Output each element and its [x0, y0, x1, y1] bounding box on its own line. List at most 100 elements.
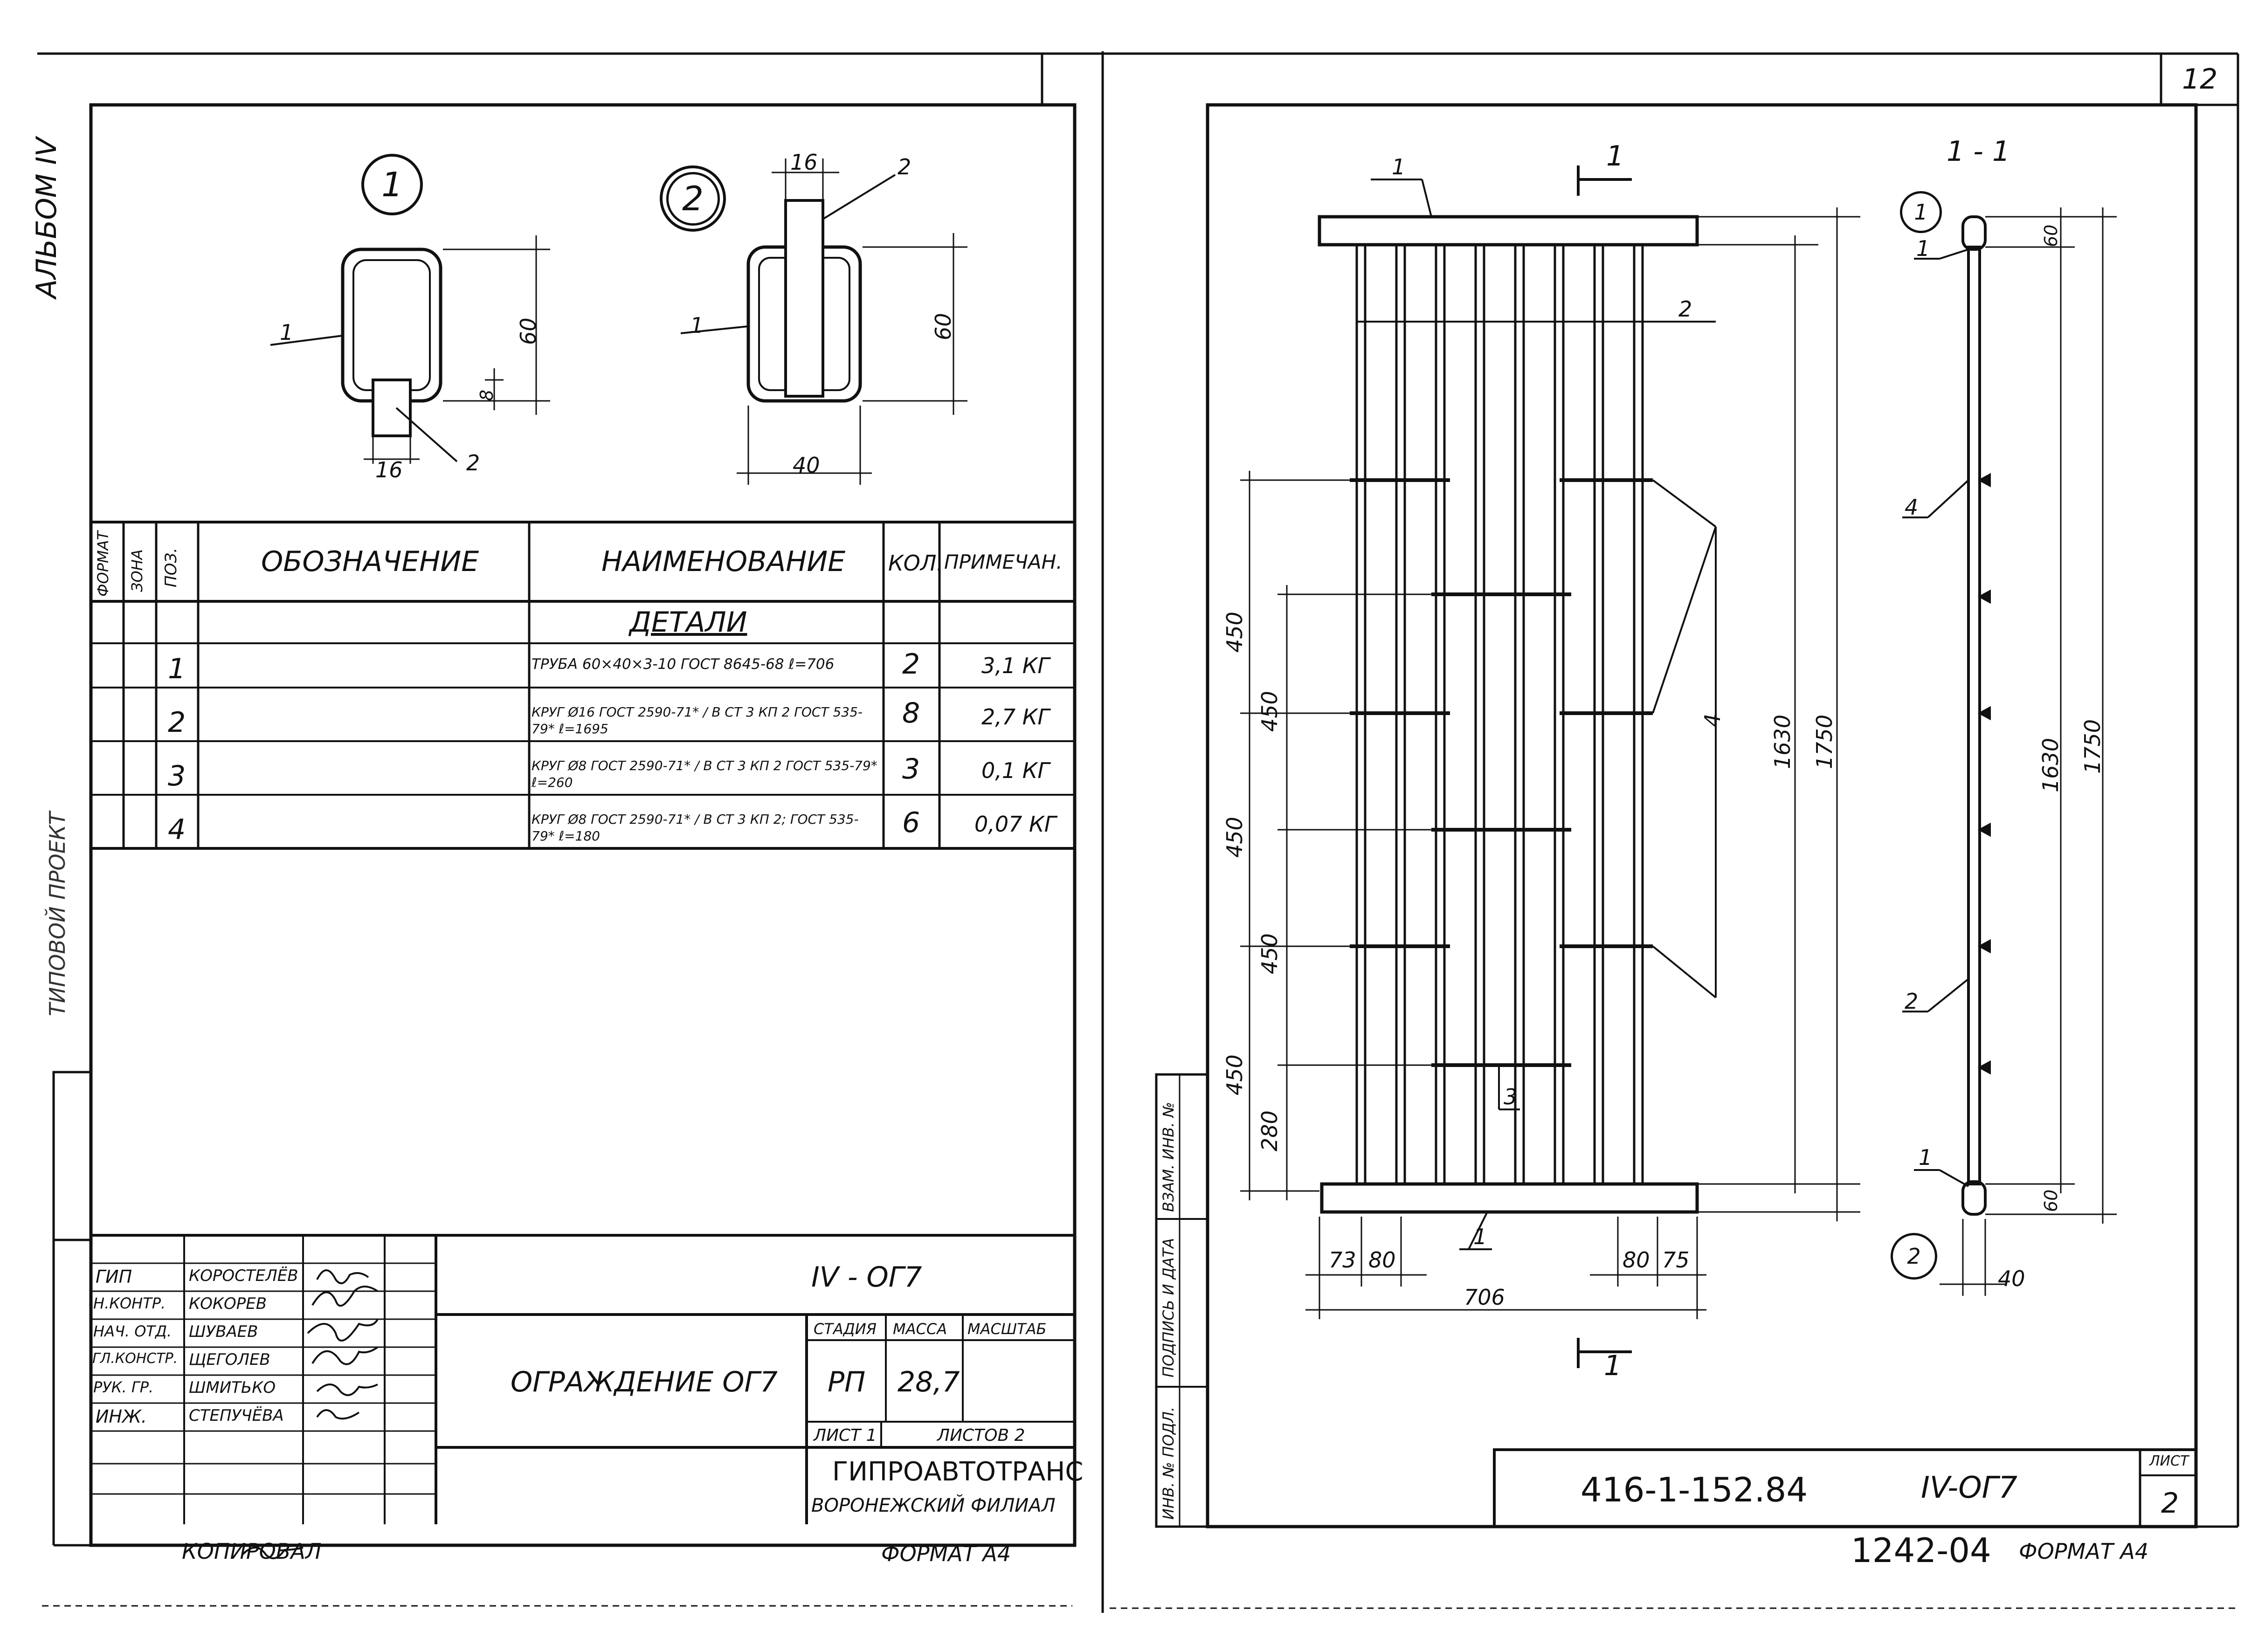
left-format: ФОРМАТ А4	[881, 1541, 1011, 1566]
spec-row-name: КРУГ Ø16 ГОСТ 2590-71* / В СТ 3 КП 2 ГОС…	[532, 704, 863, 737]
side-marker-2: 2	[1891, 1233, 1937, 1280]
front-left-dim: 450	[1257, 933, 1282, 974]
tb-role: ГЛ.КОНСТР.	[92, 1350, 178, 1367]
spec-row-name: КРУГ Ø8 ГОСТ 2590-71* / В СТ 3 КП 2; ГОС…	[532, 812, 859, 844]
spec-row-name: КРУГ Ø8 ГОСТ 2590-71* / В СТ 3 КП 2 ГОСТ…	[532, 758, 877, 791]
right-format: ФОРМАТ А4	[2019, 1539, 2149, 1564]
tb-role: НАЧ. ОТД.	[93, 1322, 172, 1340]
tb-name: ШМИТЬКО	[189, 1378, 276, 1397]
tb-name: КОКОРЕВ	[189, 1294, 267, 1313]
s2-pos-bar: 2	[898, 154, 911, 179]
tb-mass-label: МАССА	[893, 1320, 947, 1338]
tb-sheets-label: ЛИСТОВ 2	[937, 1426, 1025, 1445]
s2-dim-height: 60	[931, 313, 956, 340]
right-bottom-code: 1242-04	[1851, 1531, 1991, 1570]
front-bottom-dim: 80	[1368, 1247, 1396, 1273]
front-left-dim: 450	[1222, 1054, 1247, 1095]
right-sheet-label: ЛИСТ	[2149, 1453, 2189, 1469]
front-dim-1630: 1630	[1770, 714, 1795, 769]
s1-pos-tube: 1	[280, 320, 294, 345]
tb-role: РУК. ГР.	[93, 1378, 154, 1396]
tb-name: КОРОСТЕЛЁВ	[189, 1267, 298, 1285]
front-pos-1-bottom: 1	[1473, 1224, 1487, 1249]
spec-row-qty: 3	[902, 753, 920, 785]
side-marker-1: 1	[1900, 191, 1942, 233]
side-dim: 60	[2041, 1189, 2061, 1212]
spec-header-pos: ПОЗ.	[162, 548, 180, 587]
front-left-dim: 280	[1257, 1110, 1282, 1151]
right-sheet-value: 2	[2161, 1487, 2179, 1520]
front-pos-1: 1	[1392, 154, 1406, 179]
tb-stage: РП	[828, 1366, 866, 1398]
spec-row-qty: 8	[902, 697, 920, 730]
side-stamp-text: ТИПОВОЙ ПРОЕКТ	[45, 812, 70, 1016]
s1-pos-bar: 2	[466, 450, 480, 475]
side-dim: 40	[1998, 1266, 2025, 1291]
front-pos-2: 2	[1678, 296, 1692, 322]
spec-header-designation: ОБОЗНАЧЕНИЕ	[261, 545, 479, 578]
tb-role: ГИП	[96, 1267, 132, 1287]
spec-row-note: 2,7 КГ	[981, 704, 1050, 730]
spec-header-format: ФОРМАТ	[94, 530, 112, 597]
spec-row-pos: 3	[168, 760, 186, 792]
tb-name: ШУВАЕВ	[189, 1322, 258, 1341]
spec-row-qty: 2	[902, 648, 920, 681]
front-bottom-dim: 73	[1329, 1247, 1356, 1273]
spec-row-pos: 2	[168, 706, 186, 739]
right-stamp: ПОДПИСЬ И ДАТА	[1160, 1238, 1177, 1377]
s2-dim-width: 40	[793, 453, 820, 478]
spec-row-qty: 6	[902, 806, 920, 839]
side-view-title: 1 - 1	[1947, 135, 2010, 168]
front-left-dim: 450	[1222, 817, 1247, 858]
side-pos: 2	[1905, 989, 1919, 1014]
section-marker-1: 1	[361, 154, 423, 215]
s1-dim-gap: 8	[476, 389, 497, 401]
spec-row-note: 0,1 КГ	[981, 758, 1050, 783]
tb-branch: ВОРОНЕЖСКИЙ ФИЛИАЛ	[811, 1495, 1056, 1516]
front-left-dim: 450	[1257, 691, 1282, 732]
spec-row-pos: 4	[168, 813, 186, 846]
right-doc-number: 416-1-152.84	[1581, 1470, 1808, 1509]
spec-section-title: ДЕТАЛИ	[629, 606, 747, 639]
s1-dim-bar: 16	[375, 457, 403, 482]
tb-org: ГИПРОАВТОТРАНС	[832, 1457, 1084, 1487]
tb-scale-label: МАСШТАБ	[967, 1320, 1047, 1338]
spec-header-qty: КОЛ.	[888, 551, 944, 576]
tb-sheet-label: ЛИСТ 1	[814, 1426, 877, 1445]
sheet-number: 12	[2182, 63, 2218, 96]
tb-name: ЩЕГОЛЕВ	[189, 1350, 270, 1369]
front-pos-4: 4	[1700, 713, 1725, 727]
front-dim-1750: 1750	[1812, 714, 1837, 769]
front-left-dim: 450	[1222, 612, 1247, 653]
s1-dim-height: 60	[516, 317, 541, 345]
tb-mass: 28,7	[898, 1366, 960, 1398]
tb-role: ИНЖ.	[96, 1406, 147, 1427]
copied-by: КОПИРОВАЛ	[182, 1539, 322, 1564]
front-section-mark-top: 1	[1606, 140, 1624, 172]
side-pos: 1	[1916, 236, 1930, 261]
front-bottom-dim: 80	[1623, 1247, 1650, 1273]
section-marker-2: 2	[660, 165, 726, 232]
spec-row-pos: 1	[168, 653, 186, 685]
spec-row-name: ТРУБА 60×40×3-10 ГОСТ 8645-68 ℓ=706	[532, 657, 835, 672]
side-pos: 4	[1905, 495, 1919, 520]
spec-header-zone: ЗОНА	[128, 549, 146, 592]
spec-row-note: 0,07 КГ	[974, 812, 1056, 837]
front-pos-3: 3	[1504, 1084, 1518, 1109]
tb-title: ОГРАЖДЕНИЕ ОГ7	[511, 1366, 778, 1398]
tb-name: СТЕПУЧЁВА	[189, 1406, 284, 1425]
spec-header-note: ПРИМЕЧАН.	[944, 551, 1063, 573]
s2-dim-bar: 16	[790, 150, 818, 175]
side-dim: 60	[2041, 224, 2061, 247]
tb-role: Н.КОНТР.	[93, 1294, 166, 1312]
right-doc-code: IV-ОГ7	[1921, 1471, 2017, 1505]
album-label: АЛЬБОМ IV	[30, 137, 63, 298]
tb-doc-code: IV - ОГ7	[811, 1261, 922, 1294]
right-stamp: ИНВ. № ПОДЛ.	[1160, 1406, 1177, 1520]
tb-stage-label: СТАДИЯ	[814, 1320, 877, 1338]
front-bottom-dim: 75	[1662, 1247, 1690, 1273]
side-pos: 1	[1919, 1145, 1933, 1170]
side-dim: 1630	[2038, 737, 2063, 792]
front-section-mark-bottom: 1	[1604, 1349, 1622, 1382]
